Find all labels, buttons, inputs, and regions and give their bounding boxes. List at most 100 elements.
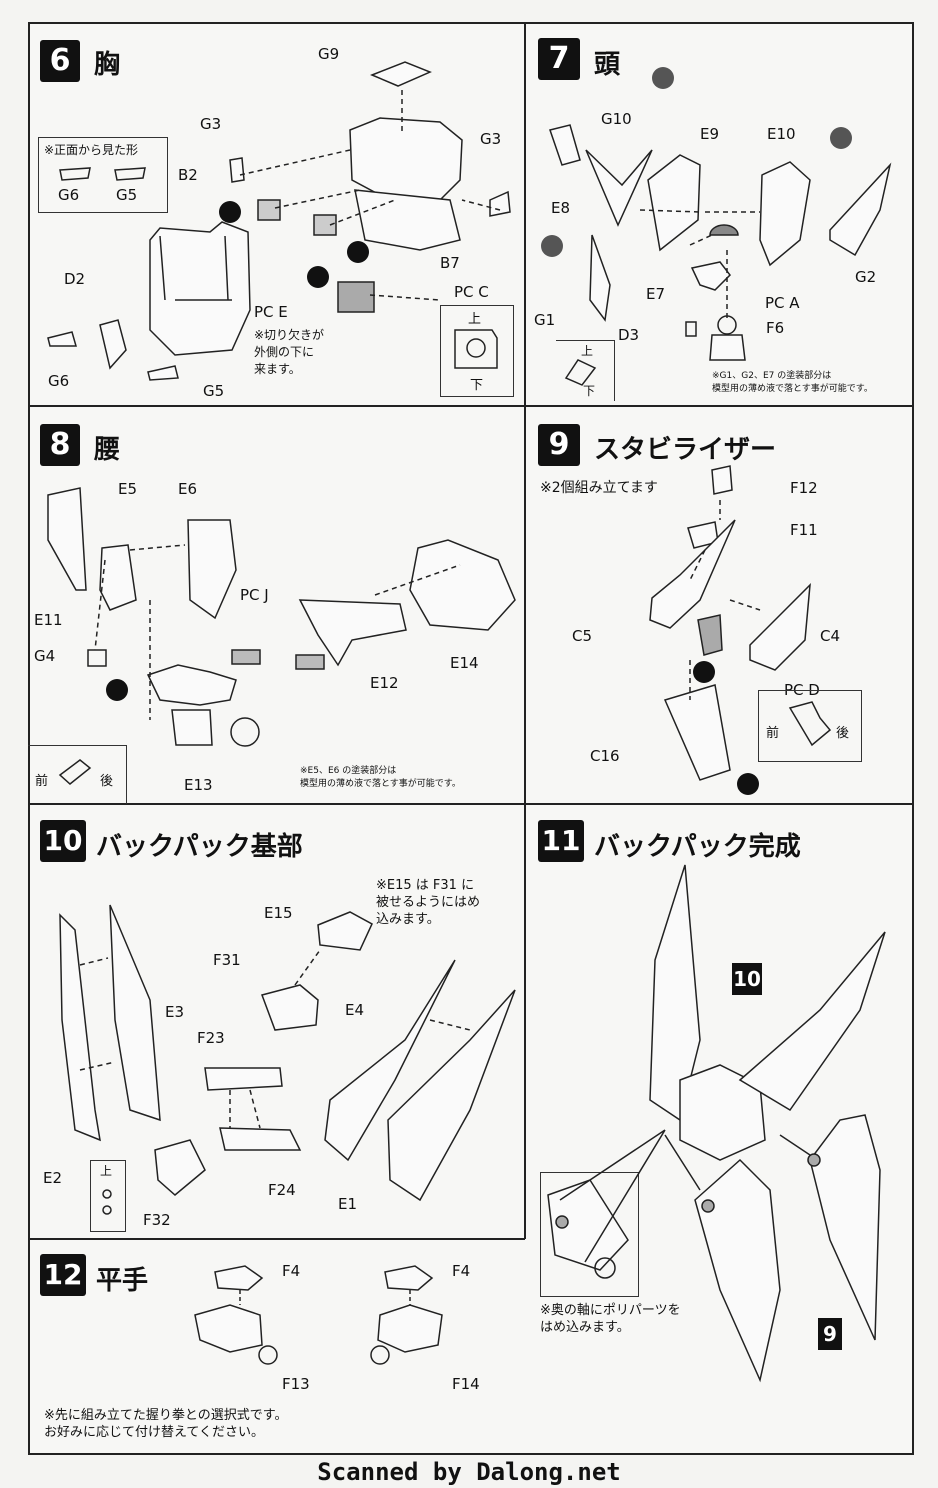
- scanner-credit: Scanned by Dalong.net: [317, 1458, 621, 1486]
- polycap-note-line: はめ込みます。: [540, 1320, 630, 1335]
- fit-note-line: 込みます。: [376, 912, 440, 927]
- part-label: E7: [646, 285, 666, 303]
- fit-note-line: ※E15 は F31 に: [376, 878, 475, 893]
- step-number: 12: [40, 1254, 86, 1296]
- part-label: G1: [534, 311, 556, 329]
- part-label: G4: [34, 647, 56, 665]
- part-label: E6: [178, 480, 198, 498]
- step-number: 10: [40, 820, 86, 862]
- front-label: 前: [35, 774, 49, 789]
- part-label: E13: [184, 776, 213, 794]
- part-label: E9: [700, 125, 720, 143]
- part-label: PC A: [765, 294, 800, 312]
- step-number: 9: [538, 424, 580, 466]
- part-label: F24: [268, 1181, 296, 1199]
- part-label: F4: [452, 1262, 471, 1280]
- part-label: E2: [43, 1169, 63, 1187]
- step-title: 胸: [94, 50, 121, 80]
- build-twice-note: ※2個組み立てます: [540, 480, 658, 496]
- part-label: F11: [790, 521, 818, 539]
- part-label: F23: [197, 1029, 225, 1047]
- part-label: F13: [282, 1375, 310, 1393]
- notch-note-line: 来ます。: [254, 362, 301, 376]
- step-title: 平手: [96, 1266, 149, 1296]
- part-label: B7: [440, 254, 460, 272]
- part-label: E3: [165, 1003, 185, 1021]
- front-view-note: ※正面から見た形: [44, 143, 139, 157]
- pc-c-orientation-box: [440, 305, 514, 397]
- part-label: G6: [48, 372, 70, 390]
- row-divider-3: [28, 1238, 525, 1240]
- part-label: E8: [551, 199, 571, 217]
- step-title: スタビライザー: [594, 435, 777, 465]
- part-label: D3: [618, 326, 640, 344]
- back-label: 後: [836, 726, 850, 741]
- part-label: F14: [452, 1375, 480, 1393]
- part-label: PC J: [240, 586, 269, 604]
- step-title: バックパック基部: [96, 832, 303, 862]
- front-view-box: [38, 137, 168, 213]
- part-label: G10: [601, 110, 632, 128]
- paint-note-line: ※E5、E6 の塗装部分は: [300, 766, 397, 776]
- paint-note-line: 模型用の薄め液で落とす事が可能です。: [300, 779, 461, 789]
- part-label: F32: [143, 1211, 171, 1229]
- part-label: G3: [200, 115, 222, 133]
- column-divider: [524, 22, 526, 1239]
- notch-note-line: ※切り欠きが: [254, 328, 325, 342]
- part-label: B2: [178, 166, 198, 184]
- step-number: 7: [538, 38, 580, 80]
- back-label: 後: [100, 774, 114, 789]
- part-label: E1: [338, 1195, 358, 1213]
- orientation-down-label: 下: [470, 378, 484, 393]
- selection-note-line: お好みに応じて付け替えてください。: [44, 1425, 264, 1440]
- paint-note-line: ※G1、G2、E7 の塗装部分は: [712, 371, 832, 381]
- part-label: G3: [480, 130, 502, 148]
- step-number: 11: [538, 820, 584, 862]
- front-label: 前: [766, 726, 780, 741]
- part-label: G2: [855, 268, 877, 286]
- row-divider-1: [28, 405, 914, 407]
- part-label: G5: [203, 382, 225, 400]
- part-label: E5: [118, 480, 138, 498]
- subassembly-ref-10: 10: [732, 963, 762, 995]
- orientation-box: [28, 745, 127, 804]
- step-number: 6: [40, 40, 80, 82]
- step-title: 頭: [594, 50, 621, 80]
- part-label: G5: [116, 186, 138, 204]
- pc-d-orientation-box: [758, 690, 862, 762]
- part-label: G9: [318, 45, 340, 63]
- step-number: 8: [40, 424, 80, 466]
- orientation-up-label: 上: [100, 1164, 113, 1178]
- part-label: E10: [767, 125, 796, 143]
- orientation-box: [556, 340, 615, 401]
- part-label: F4: [282, 1262, 301, 1280]
- part-label: E11: [34, 611, 63, 629]
- part-label: C4: [820, 627, 841, 645]
- polycap-note-line: ※奥の軸にポリパーツを: [540, 1303, 681, 1318]
- part-label: E4: [345, 1001, 365, 1019]
- subassembly-ref-9: 9: [818, 1318, 842, 1350]
- part-label: F31: [213, 951, 241, 969]
- notch-note-line: 外側の下に: [254, 345, 315, 359]
- part-label: F12: [790, 479, 818, 497]
- part-label: E14: [450, 654, 479, 672]
- part-label: E12: [370, 674, 399, 692]
- part-label: D2: [64, 270, 86, 288]
- part-label: C16: [590, 747, 620, 765]
- paint-note-line: 模型用の薄め液で落とす事が可能です。: [712, 384, 873, 394]
- orientation-down-label: 下: [583, 384, 596, 398]
- detail-box: [540, 1172, 639, 1297]
- step-title: バックパック完成: [594, 832, 801, 862]
- fit-note-line: 被せるようにはめ: [376, 895, 481, 910]
- orientation-up-label: 上: [468, 312, 482, 327]
- part-label: PC C: [454, 283, 489, 301]
- orientation-box: [90, 1160, 126, 1232]
- part-label: F6: [766, 319, 785, 337]
- part-label: C5: [572, 627, 593, 645]
